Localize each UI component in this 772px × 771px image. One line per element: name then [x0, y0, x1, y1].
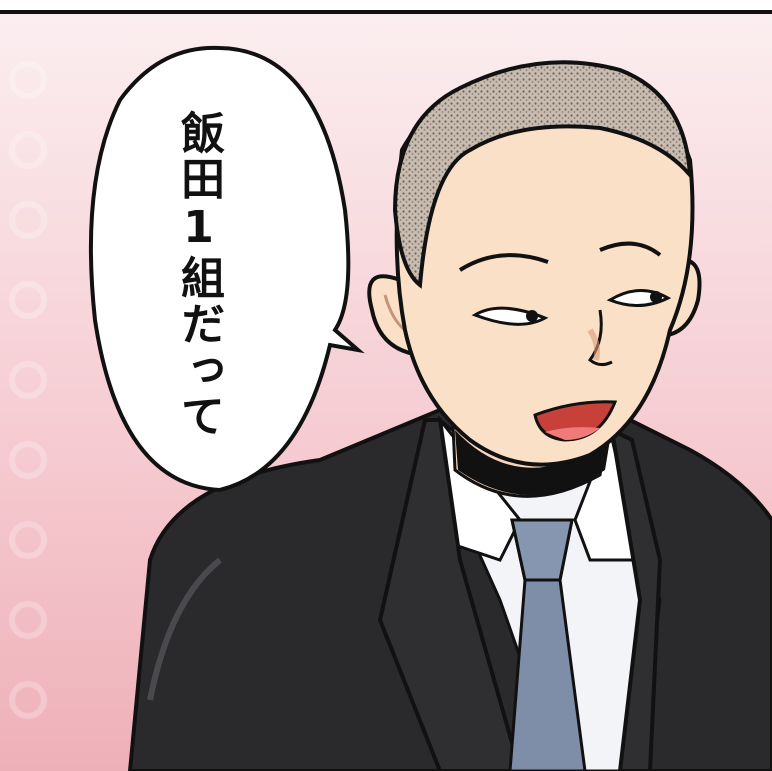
speech-bubble-text: 飯田1組だって [173, 110, 224, 439]
hair [392, 60, 693, 289]
nose [587, 309, 613, 367]
background-lettering [9, 61, 47, 719]
panel-top-border [0, 0, 772, 14]
speech-bubble [88, 45, 365, 493]
jacket-lapel-right [609, 426, 663, 771]
jacket-lapel-left [377, 418, 523, 771]
eyebrow-left [458, 253, 549, 272]
eyebrow-right [599, 241, 662, 257]
